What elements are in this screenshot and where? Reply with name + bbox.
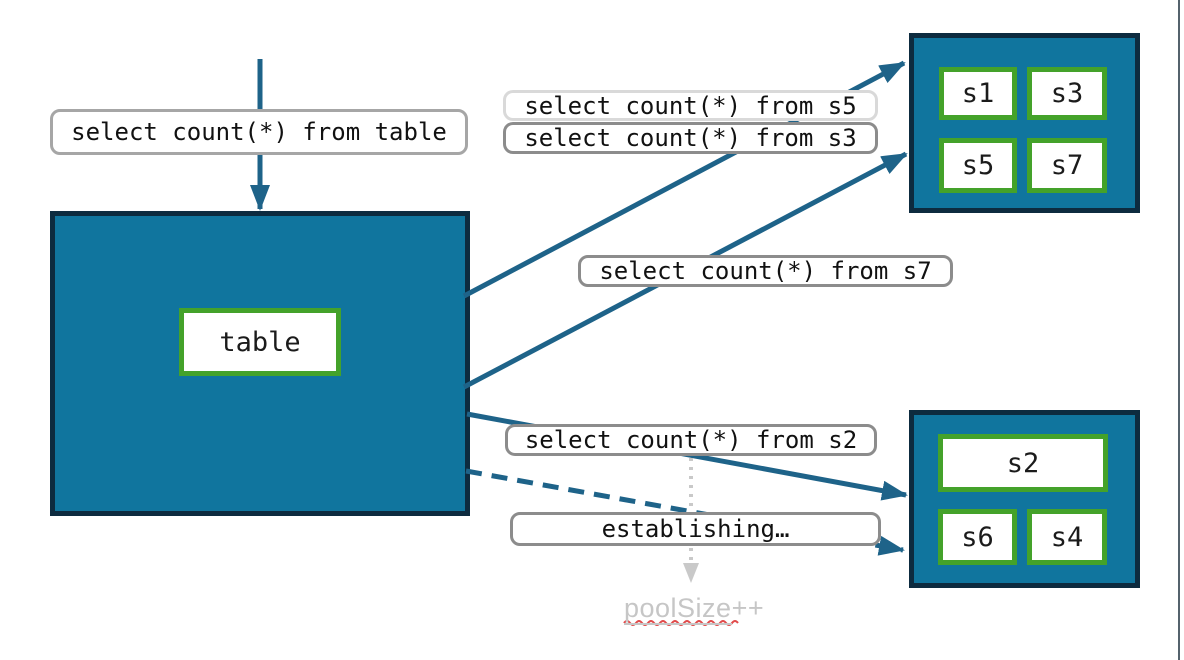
poolsize-annotation: poolSize++ [624, 593, 765, 625]
table-label-chip: table [179, 308, 341, 376]
query-label-s2-text: select count(*) from s2 [524, 426, 858, 454]
query-label-establishing: establishing… [510, 512, 881, 546]
shard-s1: s1 [939, 67, 1017, 120]
shard-s1-label: s1 [961, 78, 995, 109]
poolsize-suffix: ++ [731, 593, 765, 623]
table-label: table [219, 326, 301, 358]
query-label-s3: select count(*) from s3 [503, 122, 878, 154]
shard-s5-label: s5 [961, 150, 995, 181]
shard-s7: s7 [1027, 138, 1107, 193]
query-label-s5: select count(*) from s5 [503, 90, 878, 121]
shard-s2-label: s2 [1006, 447, 1040, 479]
query-label-s7: select count(*) from s7 [578, 255, 953, 287]
shard-s3: s3 [1027, 67, 1107, 120]
shard-s6: s6 [938, 509, 1017, 565]
shard-s4: s4 [1027, 509, 1107, 565]
query-label-establishing-text: establishing… [601, 515, 790, 543]
shard-s2: s2 [938, 434, 1108, 492]
query-label-s5-text: select count(*) from s5 [524, 91, 857, 120]
spellcheck-squiggle [623, 620, 739, 626]
shard-s7-label: s7 [1050, 150, 1084, 181]
shard-s4-label: s4 [1050, 521, 1084, 553]
shard-s3-label: s3 [1050, 78, 1084, 109]
query-label-s2: select count(*) from s2 [505, 424, 877, 456]
shard-s5: s5 [939, 138, 1017, 193]
query-label-s3-text: select count(*) from s3 [524, 124, 857, 152]
poolsize-word: poolSize [624, 593, 732, 625]
query-label-table: select count(*) from table [50, 109, 468, 155]
query-label-s7-text: select count(*) from s7 [599, 257, 932, 285]
query-label-table-text: select count(*) from table [71, 118, 447, 146]
shard-s6-label: s6 [961, 521, 994, 553]
